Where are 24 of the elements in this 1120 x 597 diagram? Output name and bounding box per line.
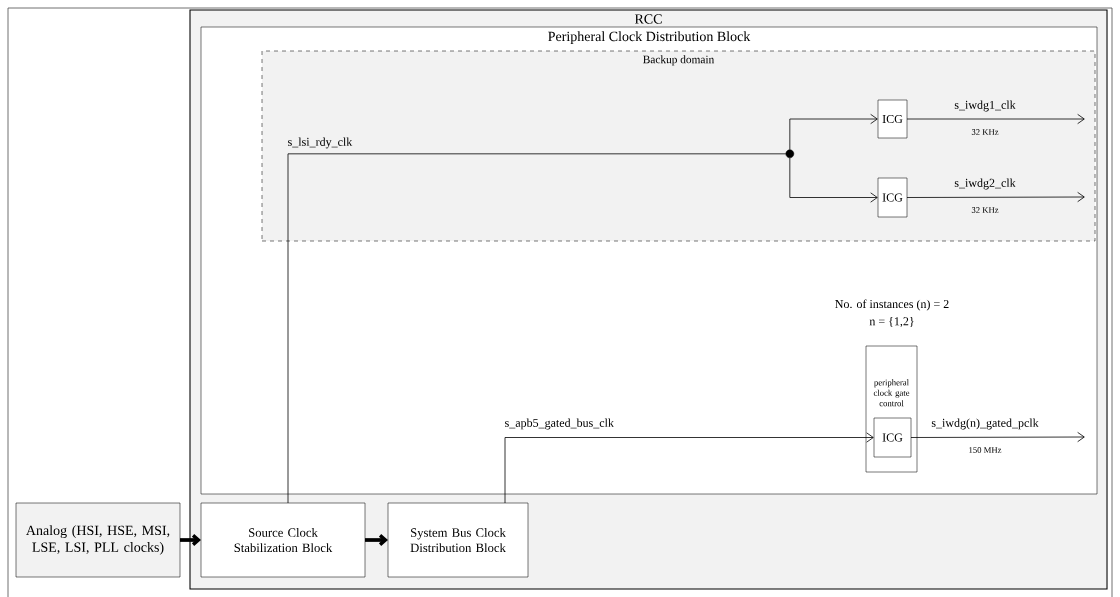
edge-label: s_iwdg2_clk bbox=[954, 178, 1016, 190]
arrow bbox=[504, 432, 874, 504]
edge-label: s_iwdg(n)_gated_pclk bbox=[931, 418, 1039, 430]
frequency-label: 32 KHz bbox=[971, 207, 999, 213]
arrow bbox=[365, 534, 388, 546]
source-box: Analog (HSI, HSE, MSI, LSE, LSI, PLL clocks) bbox=[15, 502, 181, 578]
edge-label: s_iwdg1_clk bbox=[954, 100, 1016, 112]
arrow bbox=[906, 113, 1085, 125]
edge-label: s_lsi_rdy_clk bbox=[288, 137, 353, 149]
block-box: Source Clock Stabilization Block bbox=[200, 502, 366, 578]
arrow bbox=[910, 431, 1085, 443]
note-text: n = {1,2} bbox=[869, 316, 914, 328]
edge-label: s_apb5_gated_bus_clk bbox=[505, 418, 614, 430]
arrow bbox=[789, 157, 878, 203]
gate-box: ICG bbox=[877, 99, 908, 139]
block-box: System Bus Clock Distribution Block bbox=[387, 502, 529, 578]
frequency-label: 32 KHz bbox=[971, 129, 999, 135]
gate-box: ICG bbox=[873, 417, 912, 458]
arrow bbox=[180, 534, 201, 546]
gate-box: ICG bbox=[877, 177, 908, 218]
note-text: No. of instances (n) = 2 bbox=[835, 299, 949, 311]
arrow bbox=[789, 113, 878, 151]
frequency-label: 150 MHz bbox=[969, 447, 1002, 453]
arrow bbox=[906, 191, 1085, 203]
